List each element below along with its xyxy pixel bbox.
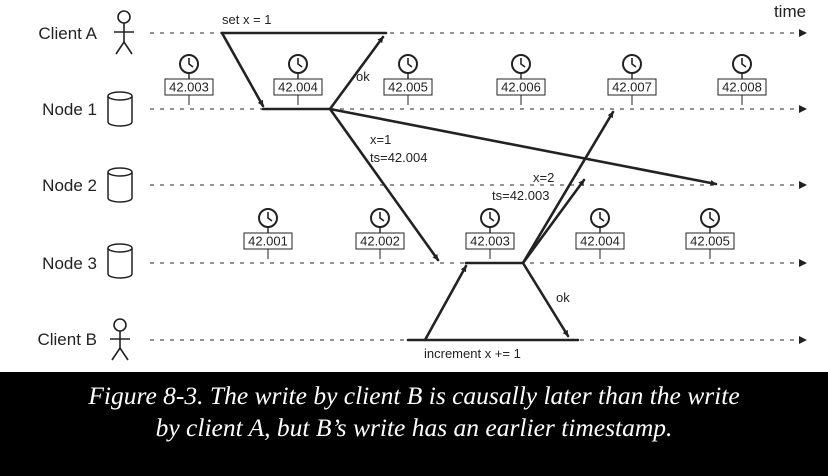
timeline-arrowheads [799, 29, 807, 344]
clock-hands [709, 212, 715, 222]
caption-line-2: by client A, but B’s write has an earlie… [155, 413, 673, 442]
timestamp-value: 42.004 [580, 234, 620, 249]
repl2-line1-label: x=2 [533, 170, 554, 185]
timeline-arrowhead [799, 259, 807, 267]
repl1-line2-label: ts=42.004 [370, 150, 427, 165]
timeline-arrowhead [799, 105, 807, 113]
node1-clock: 42.003 [164, 54, 214, 105]
node1-clock: 42.006 [496, 54, 546, 105]
node1-clock: 42.005 [383, 54, 433, 105]
repl2-line2-label: ts=42.003 [492, 188, 549, 203]
node1-clock: 42.004 [273, 54, 323, 105]
timestamp-value: 42.004 [278, 80, 318, 95]
clock-hands [407, 58, 413, 68]
clock-hands [599, 212, 605, 222]
set-x-arrow [220, 31, 265, 108]
message-arrows [220, 31, 718, 342]
clock-hands [188, 58, 194, 68]
set-x-label: set x = 1 [222, 12, 272, 27]
replicate-to-node2-from-node3-arrow [521, 178, 586, 265]
replicate-to-node3-arrow [328, 107, 440, 262]
diagram-svg: time Client A Node 1 Node 2 Node 3 Clien… [37, 2, 807, 361]
node1-database-icon [107, 91, 133, 127]
timestamp-value: 42.008 [722, 80, 762, 95]
ok-b-arrow [521, 261, 570, 338]
node1-clock: 42.007 [607, 54, 657, 105]
client-b-person-icon [110, 318, 130, 361]
lane-label-client-b: Client B [37, 330, 97, 349]
increment-arrow [423, 264, 468, 342]
node1-clock: 42.008 [717, 54, 767, 105]
figure-caption: Figure 8-3. The write by client B is cau… [0, 380, 828, 476]
clock-hands [741, 58, 747, 68]
node3-clock: 42.002 [355, 208, 405, 259]
clock-group: 42.003 42.004 42.005 42.006 42.007 42.008 42.0… [164, 54, 767, 259]
timestamp-value: 42.005 [388, 80, 428, 95]
timestamp-value: 42.006 [501, 80, 541, 95]
node3-database-icon [107, 243, 133, 279]
caption-line-1: Figure 8-3. The write by client B is cau… [88, 381, 740, 410]
clock-hands [267, 212, 273, 222]
clock-hands [379, 212, 385, 222]
node3-clock: 42.005 [685, 208, 735, 259]
clock-hands [297, 58, 303, 68]
node2-database-icon [107, 167, 133, 203]
lane-label-client-a: Client A [38, 24, 97, 43]
replicate-to-node1-arrow [521, 110, 615, 265]
node3-clock: 42.003 [465, 208, 515, 259]
increment-label: increment x += 1 [424, 346, 521, 361]
timestamp-value: 42.003 [169, 80, 209, 95]
timestamp-value: 42.005 [690, 234, 730, 249]
ok-a-arrow [328, 35, 385, 111]
timestamp-value: 42.007 [612, 80, 652, 95]
time-label: time [774, 2, 806, 21]
timeline-arrowhead [799, 29, 807, 37]
lane-label-node1: Node 1 [42, 100, 97, 119]
ok-b-label: ok [556, 290, 570, 305]
clock-hands [520, 58, 526, 68]
node3-clock: 42.004 [575, 208, 625, 259]
client-a-person-icon [114, 10, 134, 55]
lane-label-node3: Node 3 [42, 254, 97, 273]
clock-hands [489, 212, 495, 222]
node3-clock: 42.001 [243, 208, 293, 259]
lane-label-node2: Node 2 [42, 176, 97, 195]
repl1-line1-label: x=1 [370, 132, 391, 147]
timelines [150, 32, 800, 341]
timeline-arrowhead [799, 336, 807, 344]
diagram-canvas: time Client A Node 1 Node 2 Node 3 Clien… [0, 0, 828, 372]
ok-a-label: ok [356, 69, 370, 84]
replicate-to-node2-arrow [328, 107, 718, 186]
timestamp-value: 42.003 [470, 234, 510, 249]
timestamp-value: 42.002 [360, 234, 400, 249]
timeline-arrowhead [799, 181, 807, 189]
timestamp-value: 42.001 [248, 234, 288, 249]
clock-hands [631, 58, 637, 68]
